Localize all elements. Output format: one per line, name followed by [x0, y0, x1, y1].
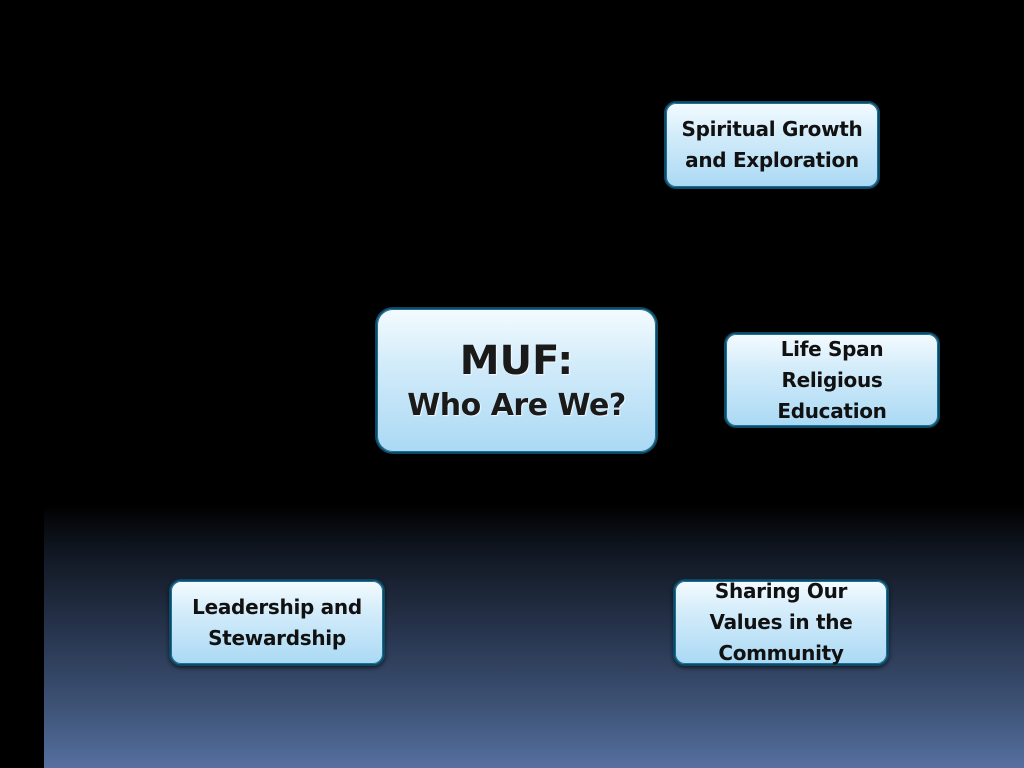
spiritual-growth-label-line-2: and Exploration	[685, 148, 859, 172]
spiritual-growth-box: Spiritual Growth and Exploration	[664, 101, 880, 189]
life-span-religious-education-box: Life Span Religious Education	[724, 332, 940, 428]
life-span-label-line-3: Education	[777, 398, 887, 423]
leadership-label-line-2: Stewardship	[208, 625, 346, 650]
spiritual-growth-label-line-1: Spiritual Growth	[681, 117, 863, 141]
central-topic-title: MUF:	[459, 337, 574, 384]
sharing-label-line-1: Sharing Our	[714, 579, 848, 603]
life-span-label-line-1: Life Span	[780, 336, 884, 361]
leadership-label-line-1: Leadership and	[192, 594, 362, 619]
central-topic-box: MUF: Who Are We?	[375, 307, 658, 454]
life-span-label-line-2: Religious	[781, 367, 883, 392]
sharing-values-community-box: Sharing Our Values in the Community	[673, 579, 889, 666]
leadership-stewardship-box: Leadership and Stewardship	[169, 579, 385, 666]
central-topic-subtitle: Who Are We?	[407, 387, 626, 423]
sharing-label-line-2: Values in the	[709, 610, 853, 634]
sharing-label-line-3: Community	[718, 641, 844, 665]
